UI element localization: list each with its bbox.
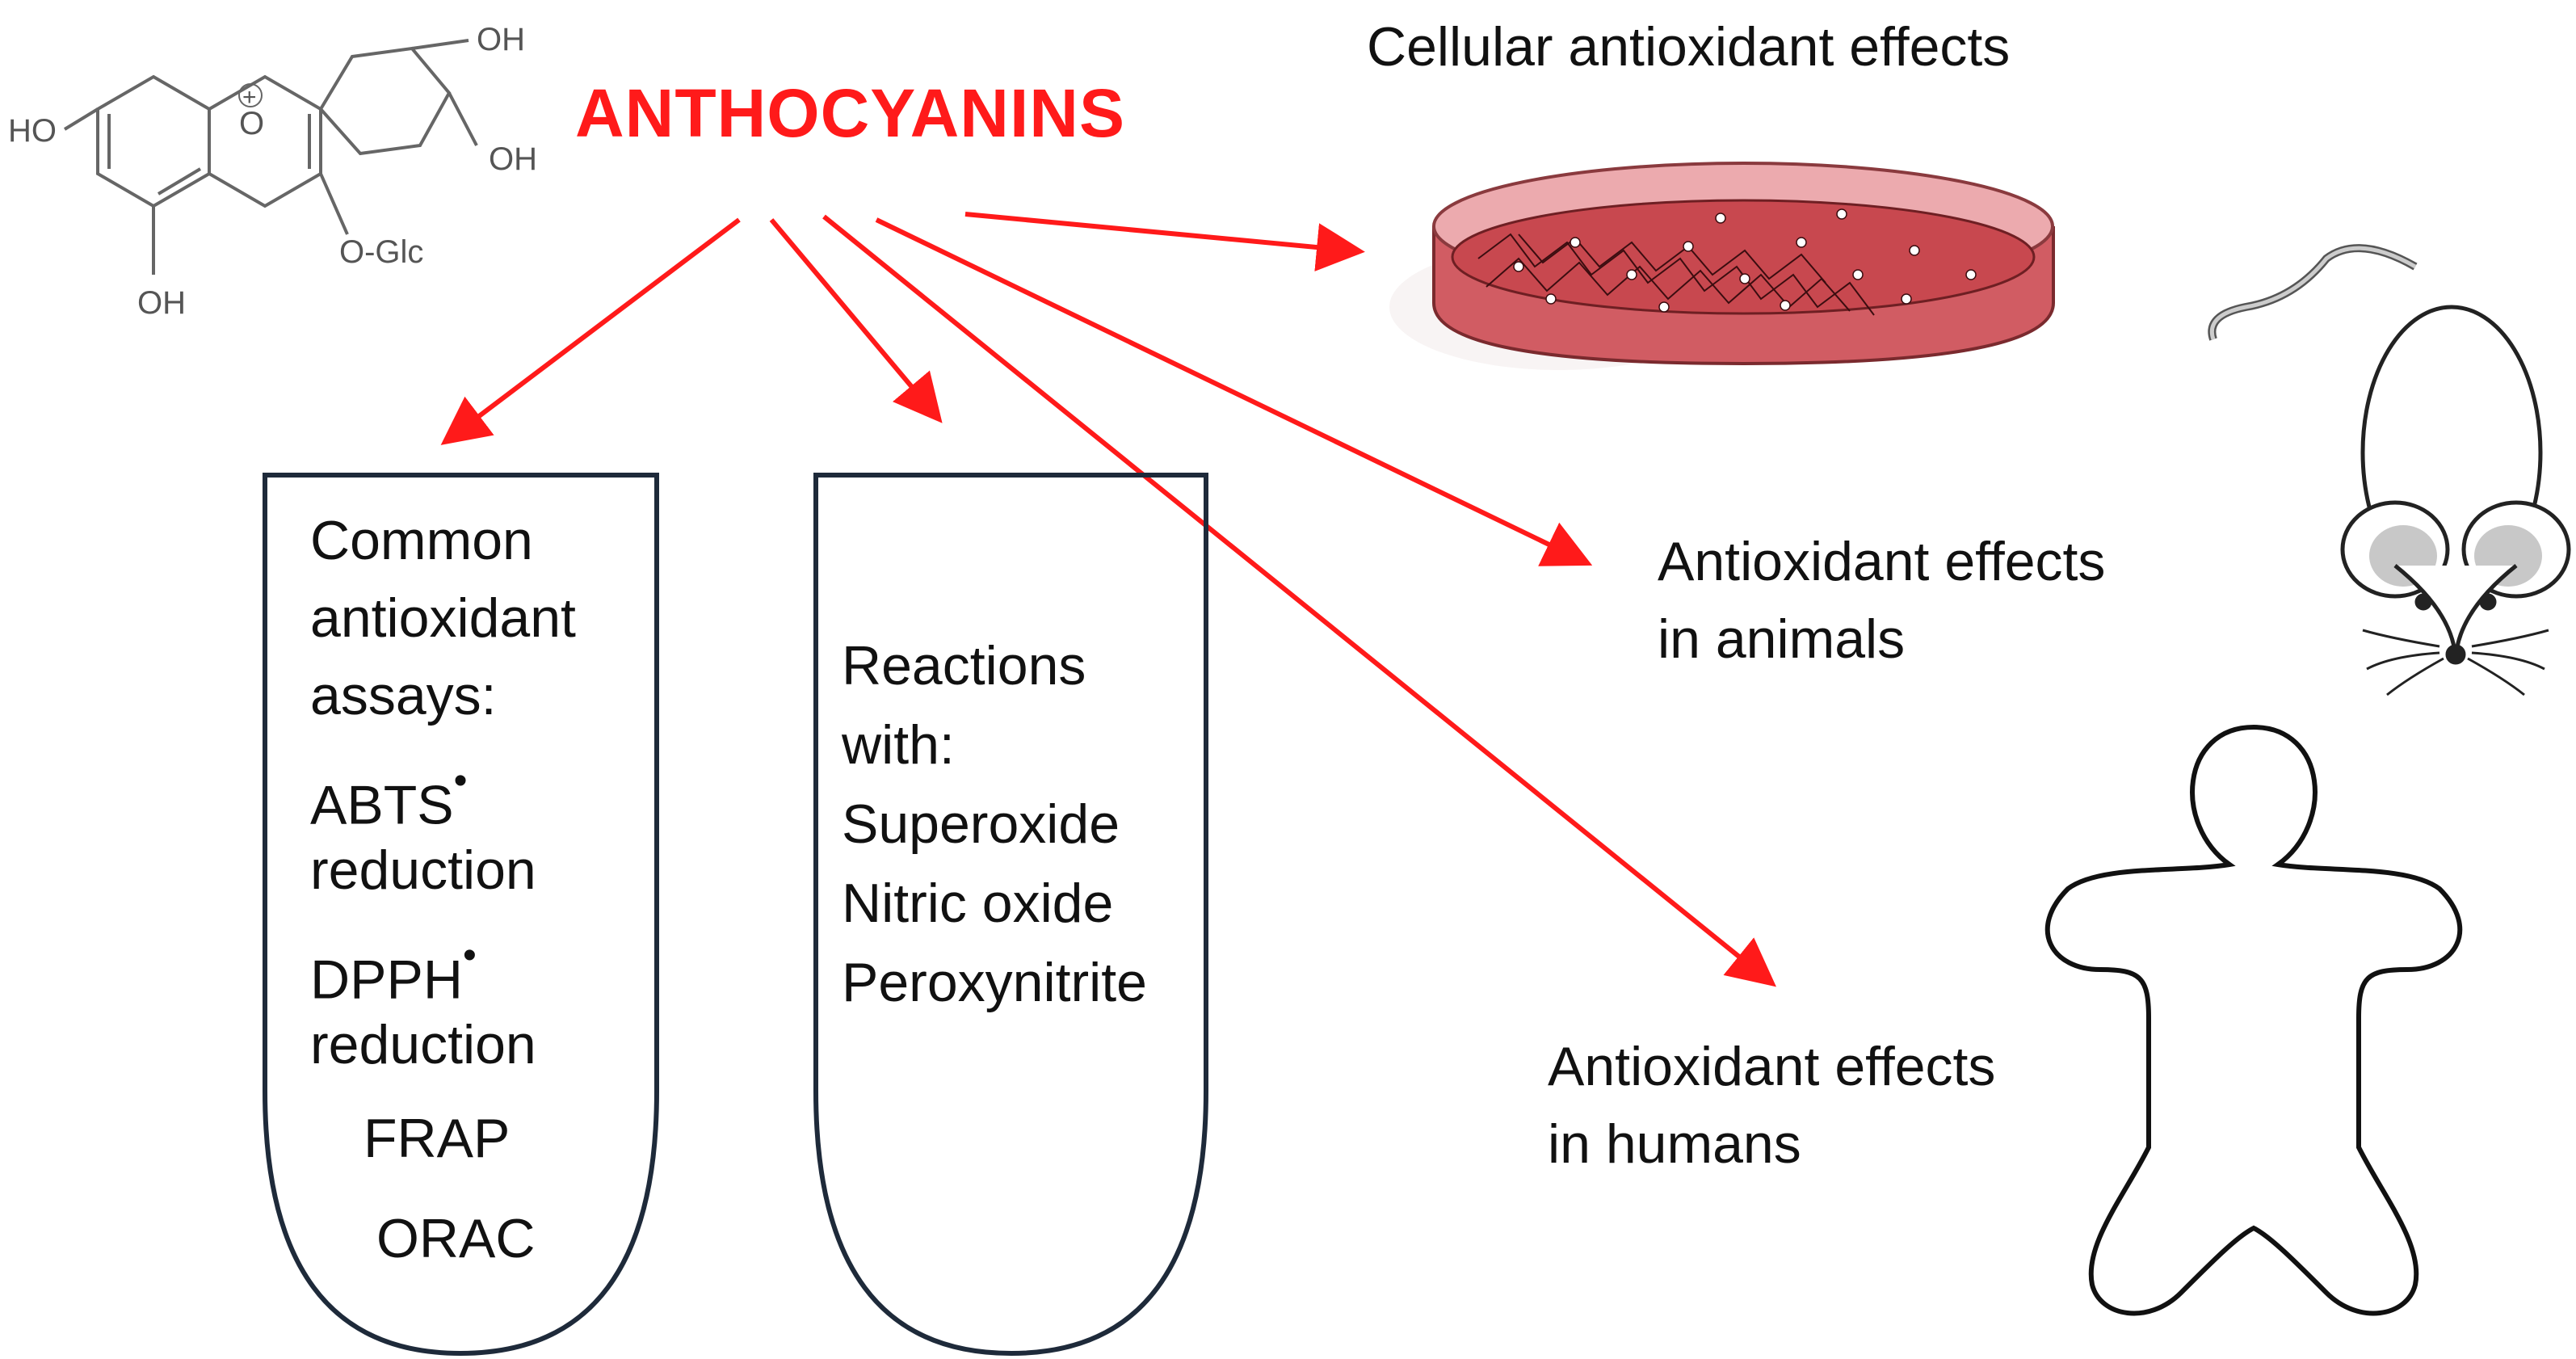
anthocyanin-structure [63, 39, 478, 275]
orac-label: ORAC [376, 1208, 536, 1269]
reactions-superoxide: Superoxide [842, 793, 1120, 855]
c-ring [208, 74, 322, 208]
mouse-icon [2208, 244, 2571, 696]
animals-label-line1: Antioxidant effects [1658, 531, 2106, 592]
assays-heading-line3: assays: [310, 665, 497, 726]
dpph-reduction-label: reduction [310, 1014, 536, 1075]
assays-tube [263, 473, 659, 1357]
anthocyanin-labels: HO OH OH O-Glc OH O + [8, 22, 537, 321]
arrow-to-reactions [769, 218, 943, 423]
oh-top-label: OH [477, 22, 525, 57]
assays-heading-line2: antioxidant [310, 587, 576, 649]
arrow-to-assays [440, 217, 741, 445]
diagram-title: ANTHOCYANINS [575, 75, 1125, 151]
abts-text: ABTS [310, 774, 454, 836]
ho-left-label: HO [8, 113, 57, 149]
frap-label: FRAP [363, 1108, 511, 1169]
cellular-effects-label: Cellular antioxidant effects [1367, 16, 2011, 78]
dpph-radical-dot: • [462, 934, 477, 977]
arrows [440, 212, 1776, 987]
dpph-text: DPPH [310, 949, 463, 1011]
humans-label-line1: Antioxidant effects [1548, 1036, 1996, 1097]
human-icon [2044, 724, 2463, 1316]
oh-right-label: OH [489, 141, 537, 177]
petri-dish-icon [1389, 162, 2055, 370]
abts-reduction-label: reduction [310, 839, 536, 901]
arrow-to-cells [964, 212, 1365, 271]
reactions-tube [813, 473, 1208, 1357]
abts-label: ABTS• [310, 753, 467, 845]
assays-heading-line1: Common [310, 510, 533, 571]
reactions-line2: with: [842, 714, 955, 776]
reactions-nitric-oxide: Nitric oxide [842, 873, 1114, 934]
ho-bond-left [63, 107, 99, 131]
humans-label-line2: in humans [1548, 1113, 1801, 1175]
a-ring [96, 74, 211, 208]
oxonium-label: O [239, 106, 264, 141]
charge-label: + [242, 84, 257, 111]
arrow-to-animals [875, 217, 1593, 566]
reactions-peroxynitrite: Peroxynitrite [842, 952, 1147, 1013]
dpph-label: DPPH• [310, 928, 477, 1020]
abts-radical-dot: • [453, 759, 468, 802]
animals-label-line2: in animals [1658, 608, 1906, 670]
reactions-line1: Reactions [842, 635, 1086, 696]
b-ring [318, 46, 452, 156]
oh-bottom-label: OH [137, 285, 186, 321]
arrow-to-humans [822, 214, 1776, 987]
o-glc-label: O-Glc [339, 234, 423, 270]
positive-charge-icon [238, 83, 263, 107]
